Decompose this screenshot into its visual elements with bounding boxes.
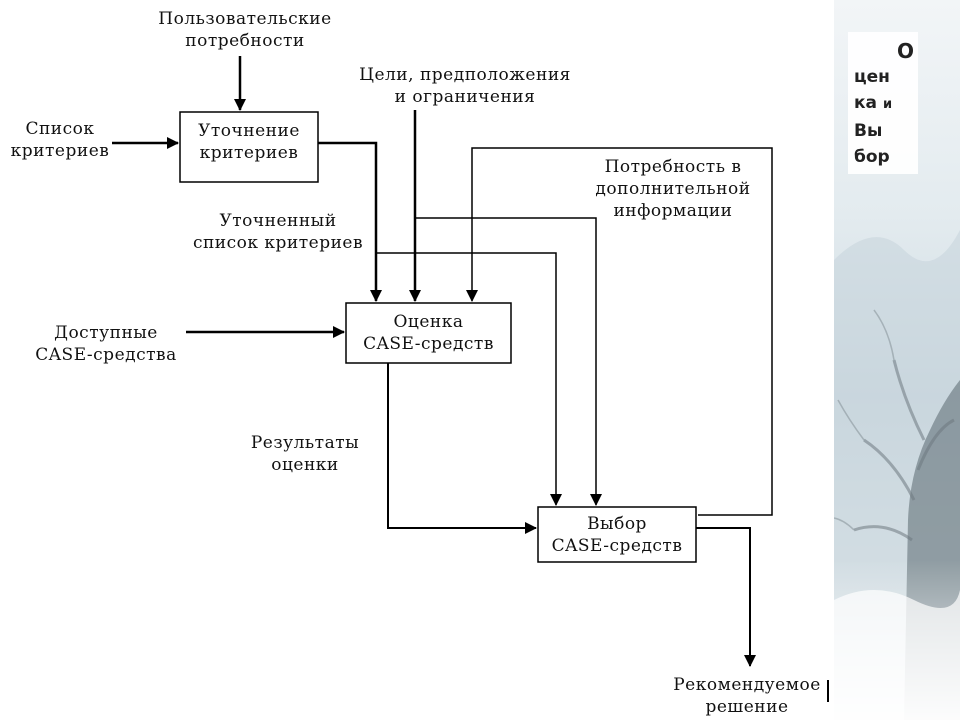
winter-tree-image bbox=[834, 230, 960, 720]
label-refined-list: Уточненный список критериев bbox=[192, 211, 364, 253]
slide-title: О цен ка и Вы бор bbox=[848, 32, 918, 174]
slide-title-line-5: бор bbox=[854, 147, 890, 167]
label-criteria-list: Список критериев bbox=[10, 119, 110, 161]
box-select: Выбор CASE-средств bbox=[551, 514, 683, 556]
label-results: Результаты оценки bbox=[250, 433, 360, 475]
box-evaluate-frame bbox=[345, 302, 512, 364]
box-refine-frame bbox=[179, 111, 319, 183]
slide-title-line-2: цен bbox=[854, 67, 890, 87]
box-refine: Уточнение критериев bbox=[198, 121, 300, 163]
box-evaluate: Оценка CASE-средств bbox=[363, 312, 494, 354]
slide-title-line-1: О bbox=[896, 39, 914, 63]
arrow-results bbox=[387, 363, 537, 534]
arrow-refined-list bbox=[318, 141, 382, 302]
slide-title-line-4: Вы bbox=[854, 121, 883, 141]
arrow-feedback-loop bbox=[466, 147, 773, 516]
label-recommended: Рекомендуемое решение bbox=[673, 675, 821, 717]
arrow-goals-select bbox=[415, 217, 602, 506]
box-select-frame bbox=[537, 506, 697, 563]
arrow-refined-list-select bbox=[376, 252, 562, 506]
slide-title-line-3: ка и bbox=[854, 93, 893, 113]
label-user-needs: Пользовательские потребности bbox=[158, 9, 332, 51]
label-goals: Цели, предположения и ограничения bbox=[359, 65, 571, 107]
label-need-more-info: Потребность в дополнительной информации bbox=[595, 157, 751, 221]
label-available-tools: Доступные CASE-средства bbox=[35, 323, 177, 365]
arrow-recommended bbox=[696, 527, 756, 667]
diagram-connectors bbox=[112, 56, 829, 702]
idef0-diagram: Пользовательские потребности Цели, предп… bbox=[10, 9, 829, 717]
